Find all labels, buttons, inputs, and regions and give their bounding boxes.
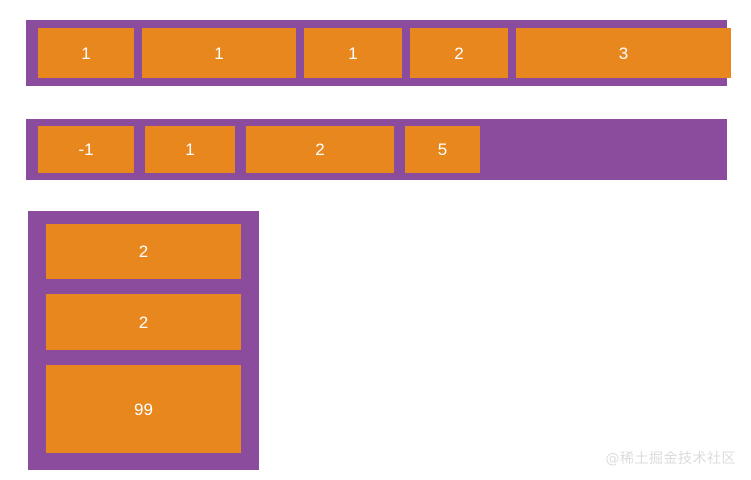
flex-item: 3 xyxy=(516,28,731,78)
flex-item: 1 xyxy=(142,28,296,78)
flex-item: 2 xyxy=(46,294,241,350)
flex-item: -1 xyxy=(38,126,134,173)
flex-container-1: 1 1 1 2 3 xyxy=(26,20,731,86)
flex-container-2: -1 1 2 5 xyxy=(26,119,727,180)
flex-item: 5 xyxy=(405,126,480,173)
watermark-text: @稀土掘金技术社区 xyxy=(605,451,736,467)
flex-item: 99 xyxy=(46,365,241,453)
flex-container-3: 2 2 99 xyxy=(28,211,259,470)
flex-item: 1 xyxy=(145,126,235,173)
flex-item: 2 xyxy=(246,126,394,173)
flex-item: 1 xyxy=(38,28,134,78)
flex-item: 2 xyxy=(410,28,508,78)
flex-item: 2 xyxy=(46,224,241,279)
flex-item: 1 xyxy=(304,28,402,78)
